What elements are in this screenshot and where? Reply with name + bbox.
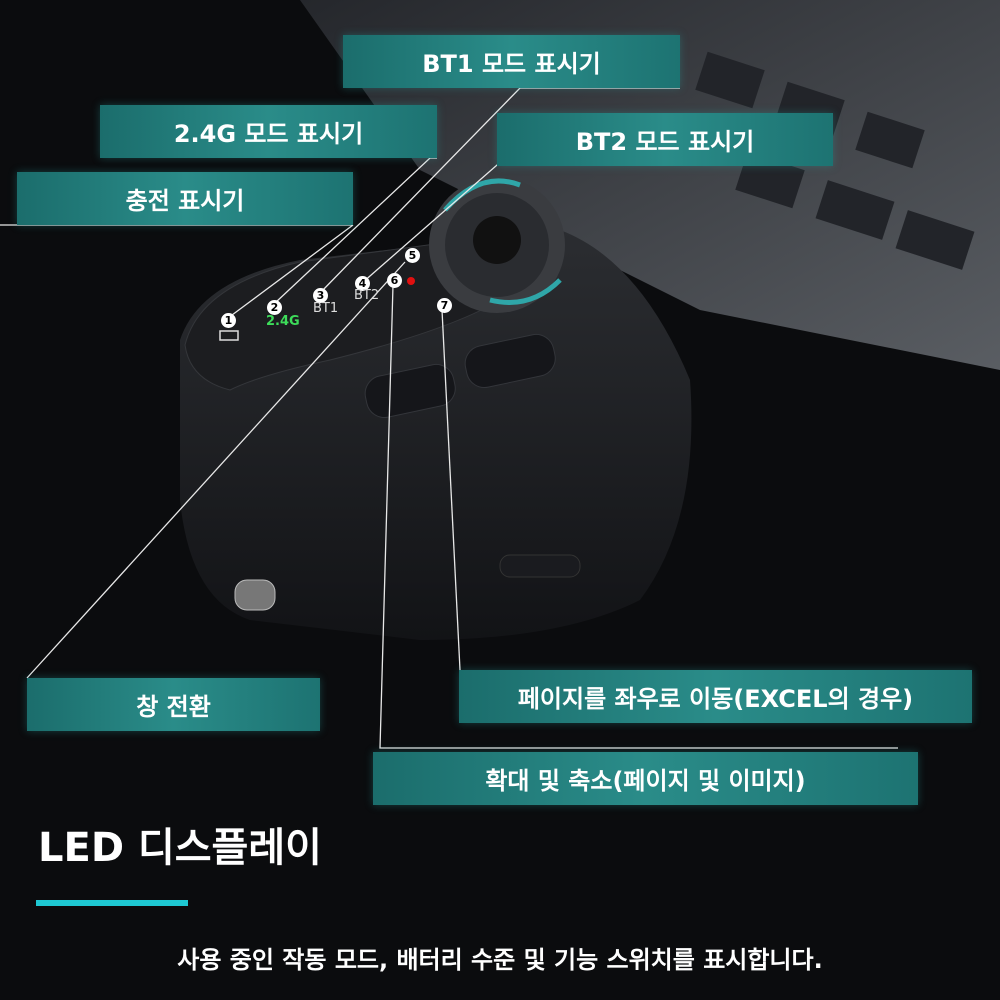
description: 사용 중인 작동 모드, 배터리 수준 및 기능 스위치를 표시합니다. — [177, 946, 823, 974]
label-charging: 충전 표시기 — [17, 172, 353, 225]
marker-7: 7 — [437, 298, 452, 313]
leader-lines — [0, 87, 898, 749]
side-button-back[interactable] — [362, 361, 459, 421]
red-led-indicator — [407, 277, 415, 285]
label-window-switch: 창 전환 — [27, 678, 320, 731]
marker-1: 1 — [221, 313, 236, 328]
section-title: LED 디스플레이 — [38, 825, 322, 871]
marker-4: 4 — [355, 276, 370, 291]
bottom-button[interactable] — [499, 554, 581, 578]
marker-2: 2 — [267, 300, 282, 315]
usb-c-port — [234, 579, 276, 611]
led-bt1: BT1 — [313, 301, 339, 316]
marker-5: 5 — [405, 248, 420, 263]
label-bt2-mode: BT2 모드 표시기 — [497, 113, 833, 166]
label-24g-mode: 2.4G 모드 표시기 — [100, 105, 437, 158]
led-bt2: BT2 — [354, 288, 380, 303]
battery-icon — [219, 330, 239, 341]
led-display-panel — [184, 237, 501, 391]
label-bt1-mode: BT1 모드 표시기 — [343, 35, 680, 88]
side-button-forward[interactable] — [462, 331, 559, 391]
label-zoom: 확대 및 축소(페이지 및 이미지) — [373, 752, 918, 805]
led-24g: 2.4G — [266, 314, 300, 329]
scroll-wheel[interactable] — [429, 177, 565, 313]
accent-bar — [36, 900, 188, 906]
marker-3: 3 — [313, 288, 328, 303]
laptop — [300, 0, 1000, 370]
label-page-left-right: 페이지를 좌우로 이동(EXCEL의 경우) — [459, 670, 972, 723]
marker-6: 6 — [387, 273, 402, 288]
